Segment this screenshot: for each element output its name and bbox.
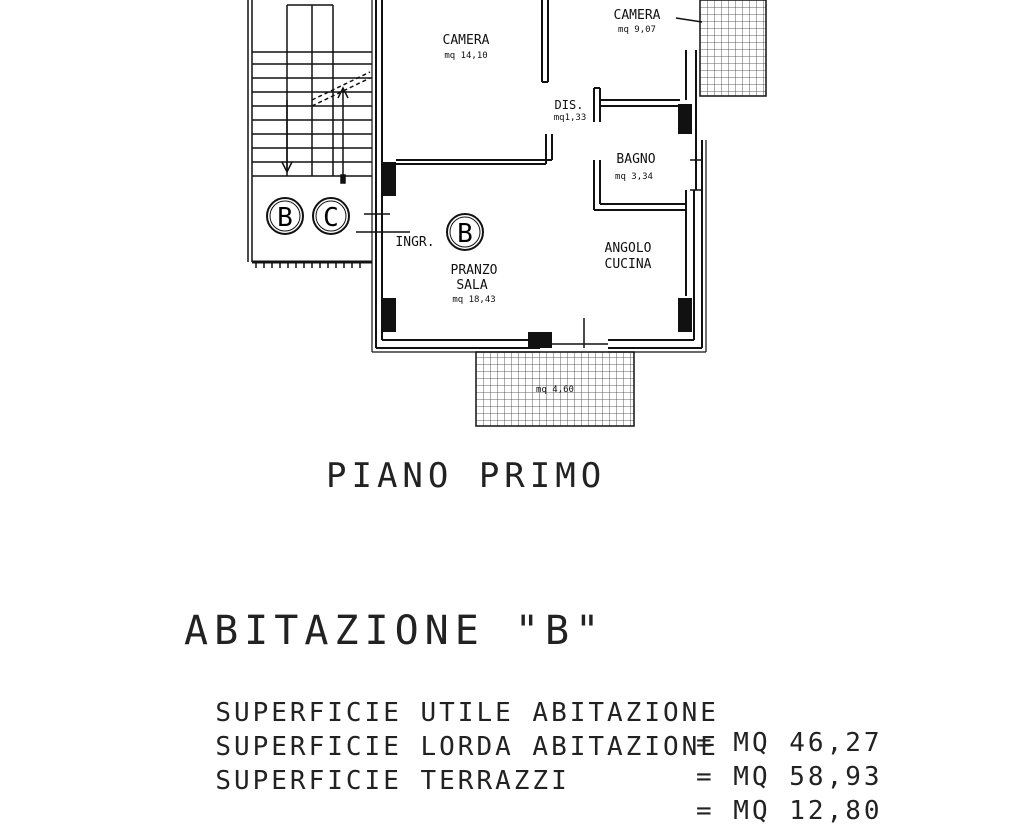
area-row-lorda: SUPERFICIE LORDA ABITAZIONE = MQ 58,93 [178,702,879,792]
room-pranzo-name: PRANZO [451,263,498,278]
circle-marker-b-living: B [446,213,484,251]
terrace-bottom: mq 4,60 [475,351,635,427]
stair-ticks [255,262,361,268]
room-ingresso-name: INGR. [395,235,434,250]
area-row-terrazzi-value: = MQ 12,80 [696,796,883,826]
terrace-top-right [699,0,767,97]
circle-marker-c: C [312,197,350,235]
room-camera-1: CAMERA mq 14,10 [443,33,490,61]
window-bottom [552,318,608,348]
area-row-utile: SUPERFICIE UTILE ABITAZIONE = MQ 46,27 [178,668,879,758]
staircase [247,0,372,264]
room-pranzo-sala: PRANZO SALA mq 18,43 [451,263,498,305]
room-camera-1-name: CAMERA [443,33,490,48]
window-right [675,17,703,191]
area-row-terrazzi: SUPERFICIE TERRAZZI = MQ 12,80 [178,736,879,826]
room-bagno-name: BAGNO [616,152,655,167]
room-cucina-name: CUCINA [605,257,652,272]
room-camera-1-area: mq 14,10 [444,51,487,61]
room-camera-2-name: CAMERA [614,8,661,23]
area-row-utile-label: SUPERFICIE UTILE ABITAZIONE [215,698,719,728]
outer-wall-bottom [371,0,707,353]
room-angolo-cucina: ANGOLO CUCINA [605,241,652,272]
entrance-door [356,213,410,248]
room-pranzo-area: mq 18,43 [452,295,495,305]
outer-walls [375,0,703,349]
room-bagno: BAGNO mq 3,34 [615,152,656,182]
terrace-area: mq 4,60 [536,385,574,395]
area-row-utile-value: = MQ 46,27 [696,728,883,758]
circle-marker-c-label: C [323,203,339,233]
circle-marker-b-living-label: B [457,219,473,249]
room-ingresso: INGR. [395,235,434,250]
area-row-lorda-value: = MQ 58,93 [696,762,883,792]
room-camera-2: CAMERA mq 9,07 [614,8,661,35]
room-camera-2-area: mq 9,07 [618,25,656,35]
room-dis-area: mq1,33 [554,113,587,123]
floor-plan: B C [247,0,767,427]
unit-title: ABITAZIONE "B" [184,608,606,654]
pillars [382,104,692,348]
floor-title: PIANO PRIMO [326,456,607,496]
room-dis: DIS. mq1,33 [554,98,587,123]
room-dis-name: DIS. [555,98,584,112]
room-bagno-area: mq 3,34 [615,172,653,182]
room-angolo-name: ANGOLO [605,241,652,256]
interior-walls [396,0,687,296]
circle-marker-b: B [266,197,304,235]
circle-marker-b-label: B [277,203,293,233]
area-row-lorda-label: SUPERFICIE LORDA ABITAZIONE [215,732,719,762]
room-sala-name: SALA [456,278,487,293]
area-row-terrazzi-label: SUPERFICIE TERRAZZI [215,766,570,796]
